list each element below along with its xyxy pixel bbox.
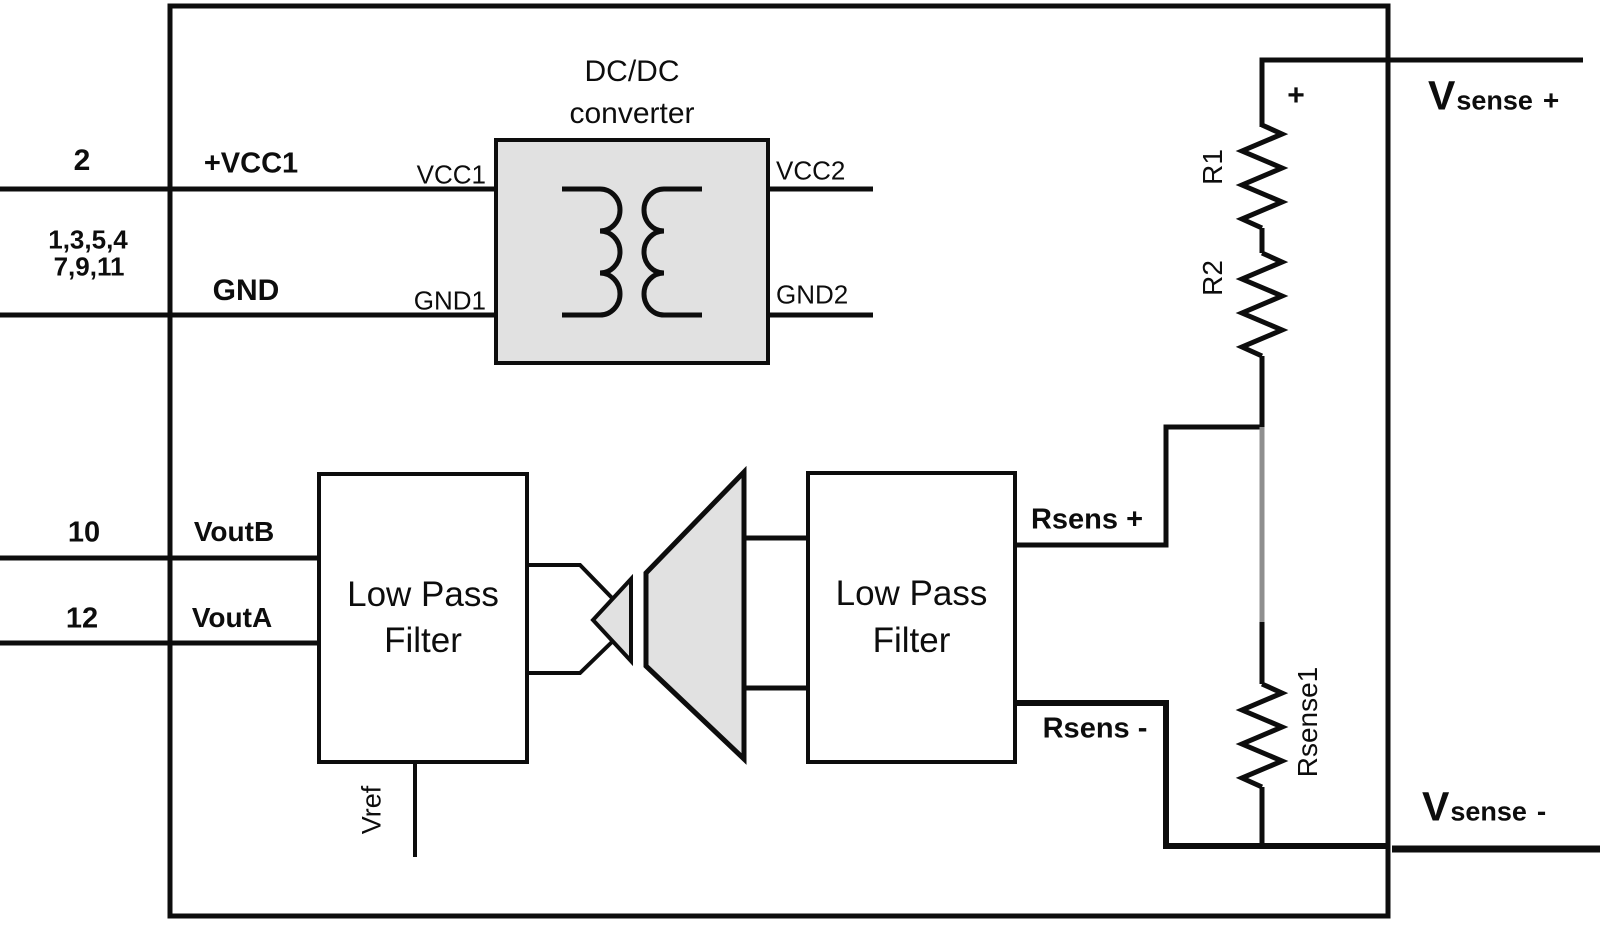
low-pass-filter-2-label: Low Pass Filter — [808, 473, 1015, 762]
dcdc-port-gnd1: GND1 — [413, 285, 486, 316]
signal-label-gnd: GND — [212, 274, 280, 307]
wire-rsens-minus-bottom-rail — [1015, 700, 1388, 849]
amplifier-input-triangle-icon — [590, 573, 633, 667]
dcdc-port-gnd2: GND2 — [776, 279, 849, 310]
pin-number-2: 2 — [73, 144, 91, 177]
transformer-secondary-winding-icon — [641, 186, 702, 318]
low-pass-filter-1-label: Low Pass Filter — [319, 474, 527, 762]
wire-lpf1-out-bottom — [527, 637, 617, 675]
pin-number-10: 10 — [67, 516, 101, 549]
resistor-r1-label: R1 — [1197, 149, 1228, 185]
vsense-plus-sign: + — [1542, 84, 1560, 116]
vsense-minus-v: V — [1422, 783, 1450, 830]
lpf1-label-line1: Low Pass — [347, 574, 499, 614]
vsense-plus-terminal-label: V sense + — [1428, 72, 1560, 119]
dcdc-port-vcc1: VCC1 — [416, 159, 486, 190]
signal-label-voutb: VoutB — [193, 516, 275, 547]
wire-vsense-plus-top — [1259, 57, 1583, 127]
signal-label-vouta: VoutA — [191, 602, 273, 633]
vref-label: Vref — [356, 785, 387, 835]
transformer-primary-winding-icon — [562, 186, 623, 318]
resistor-r2-label: R2 — [1197, 260, 1228, 296]
vsense-plus-sub: sense — [1456, 85, 1533, 116]
rsens-minus-label: Rsens - — [1042, 712, 1148, 745]
signal-label-vcc1: +VCC1 — [203, 147, 299, 180]
rsens-plus-label: Rsens + — [1030, 503, 1144, 536]
dcdc-title-line2: converter — [569, 97, 695, 130]
pin-numbers-gnd-2: 7,9,11 — [53, 251, 125, 282]
vsense-minus-sub: sense — [1450, 796, 1527, 827]
divider-plus-mark: + — [1287, 79, 1305, 112]
dcdc-port-vcc2: VCC2 — [776, 155, 846, 186]
dcdc-converter-box — [494, 138, 770, 365]
vsense-plus-v: V — [1428, 72, 1456, 119]
lpf2-label-line1: Low Pass — [835, 574, 988, 614]
amplifier-body-icon — [643, 465, 747, 765]
resistor-r2-zigzag-icon — [1235, 250, 1289, 359]
wire-lpf1-out-top — [527, 563, 617, 603]
resistor-rsense1-label: Rsense1 — [1292, 666, 1323, 778]
resistor-r1-zigzag-icon — [1235, 122, 1289, 231]
low-pass-filter-1-box — [317, 472, 529, 764]
resistor-rsense1-zigzag-icon — [1235, 681, 1289, 790]
low-pass-filter-2-box — [806, 471, 1017, 764]
vsense-minus-sign: - — [1536, 795, 1547, 827]
vsense-minus-terminal-label: V sense - — [1422, 783, 1547, 830]
lpf2-label-line2: Filter — [872, 620, 951, 660]
dcdc-title-line1: DC/DC — [584, 55, 680, 88]
lpf1-label-line2: Filter — [384, 621, 462, 660]
pin-number-12: 12 — [65, 602, 99, 635]
device-outline-box — [167, 3, 1391, 919]
wire-rsens-plus — [1015, 424, 1262, 548]
pin-numbers-gnd-1: 1,3,5,4 — [48, 224, 128, 255]
